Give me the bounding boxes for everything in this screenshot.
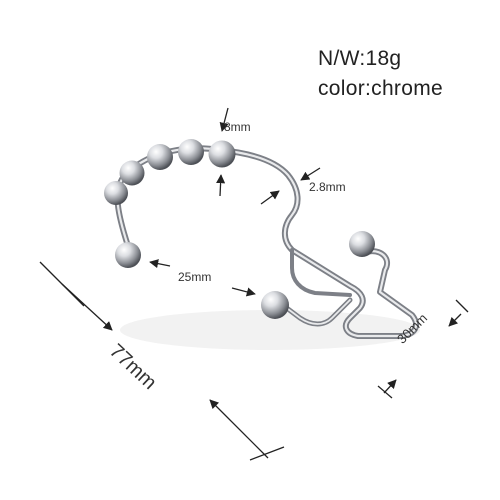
arrow-2.8mm-top: [300, 167, 321, 181]
arrow-8mm-top: [219, 107, 229, 132]
spec-color: color:chrome: [318, 77, 443, 100]
end-ball-right: [349, 231, 375, 257]
roller-balls: [104, 139, 236, 205]
dim-inner-gap: 25mm: [178, 270, 212, 284]
arrow-77mm-start: [61, 283, 113, 331]
arrow-2.8mm-bottom: [260, 190, 280, 205]
roller-ball: [178, 139, 204, 165]
roller-ball: [147, 144, 173, 170]
arrow-30mm-start: [383, 379, 397, 394]
spec-weight: N/W:18g: [318, 47, 402, 70]
dim-30-tick-end: [455, 299, 469, 313]
dim-ball-diameter: 8mm: [224, 120, 251, 134]
arrow-25mm-left: [149, 259, 171, 269]
arrow-8mm-bottom: [216, 174, 226, 197]
dim-30-tick-start: [377, 385, 393, 399]
dim-77-tick-end: [249, 446, 285, 461]
arrow-25mm-right: [231, 287, 256, 297]
arrow-30mm-end: [448, 313, 462, 327]
dimension-arrows: [39, 107, 469, 461]
arrow-77mm-end: [209, 399, 269, 459]
dim-wire-thickness: 2.8mm: [309, 180, 346, 194]
end-ball-front: [261, 291, 289, 319]
roller-ball: [104, 181, 128, 205]
end-ball-left: [115, 242, 141, 268]
roller-ball: [119, 160, 145, 186]
roller-ball: [208, 140, 236, 168]
